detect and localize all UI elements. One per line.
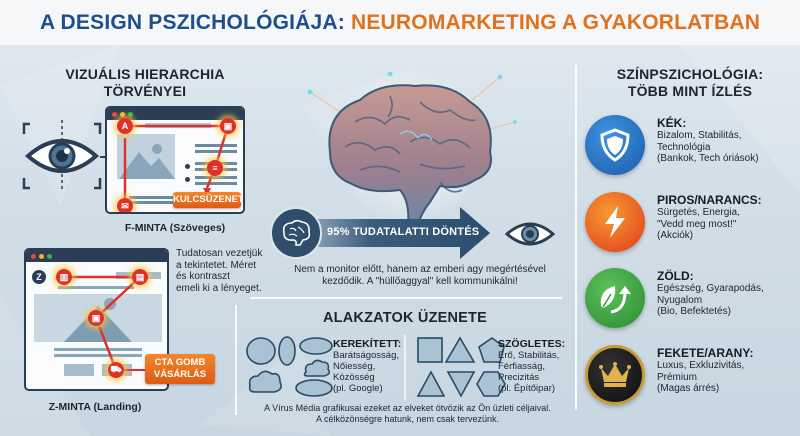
subconscious-badge-text: 95% TUDATALATTI DÖNTÉS [327,226,480,238]
page-title-part1: A DESIGN PSZICHOLÓGIÁJA: [39,10,345,34]
color-item-blue: KÉK: Bizalom, Stabilitás, Technológia (B… [585,115,795,175]
browser-titlebar [107,108,243,120]
angular-shapes-icon [416,336,506,398]
browser-titlebar [26,250,167,262]
node-image: ▣ [220,118,236,134]
eye-icon [505,222,555,246]
node-chart: ▥ [56,269,72,285]
z-logo: Z [32,270,46,284]
node-list: ≡ [207,160,223,176]
rounded-shapes-text: KEREKÍTETT: Barátságosság, Nőiesség, Köz… [333,338,402,394]
page-title-bar: A DESIGN PSZICHOLÓGIÁJA: NEUROMARKETING … [0,0,800,45]
shapes-footer: A Vírus Média grafikusai ezeket az elvek… [264,403,551,424]
shapes-middle-divider [404,335,406,400]
right-vertical-divider [575,65,577,410]
color-item-black-gold: FEKETE/ARANY: Luxus, Exkluzivitás, Prémi… [585,345,795,405]
angular-shapes-text: SZÖGLETES: Erő, Stabilitás, Férfiasság, … [498,338,566,394]
node-image: ▣ [88,310,104,326]
key-message-button[interactable]: KULCSÜZENET [173,192,243,208]
color-item-red-orange: PIROS/NARANCS: Sürgetés, Energia, "Vedd … [585,192,795,252]
lightning-icon [585,192,645,252]
brain-caption: Nem a monitor előtt, hanem az emberi agy… [294,264,546,287]
hierarchy-note: Tudatosan vezetjük a tekintetet. Méret é… [176,248,263,294]
z-pattern-browser-mockup: Z ▥ ▤ ▣ ⛟ [24,248,169,391]
subconscious-brain-icon [270,207,322,259]
shapes-title: ALAKZATOK ÜZENETE [323,310,487,326]
f-pattern-caption: F-MINTA (Szöveges) [124,222,226,234]
node-mail: ✉ [117,198,133,212]
page-title-part2: NEUROMARKETING A GYAKORLATBAN [350,10,761,34]
left-vertical-divider [235,305,237,415]
color-item-green: ZÖLD: Egészség, Gyarapodás, Nyugalom (Bi… [585,268,795,328]
node-cart: ⛟ [108,362,124,378]
color-psychology-title: SZÍNPSZICHOLÓGIA: TÖBB MINT ÍZLÉS [616,66,764,99]
shapes-top-divider [250,297,562,299]
crown-icon [585,345,645,405]
rounded-shapes-icon [246,336,333,397]
leaf-growth-icon [585,268,645,328]
f-pattern-browser-mockup: A ▣ ≡ ✉ KULCSÜZENET [105,106,245,214]
brain-illustration [307,72,517,225]
badge-arrow [290,207,490,259]
focus-eye-icon [22,120,102,192]
z-pattern-caption: Z-MINTA (Landing) [48,401,142,413]
node-headline: A [117,118,133,134]
visual-hierarchy-title: VIZUÁLIS HIERARCHIA TÖRVÉNYEI [65,66,225,99]
shield-icon [585,115,645,175]
cta-buy-button[interactable]: CTA GOMB VÁSÁRLÁS [145,354,215,384]
node-document: ▤ [132,269,148,285]
image-placeholder [117,134,175,179]
